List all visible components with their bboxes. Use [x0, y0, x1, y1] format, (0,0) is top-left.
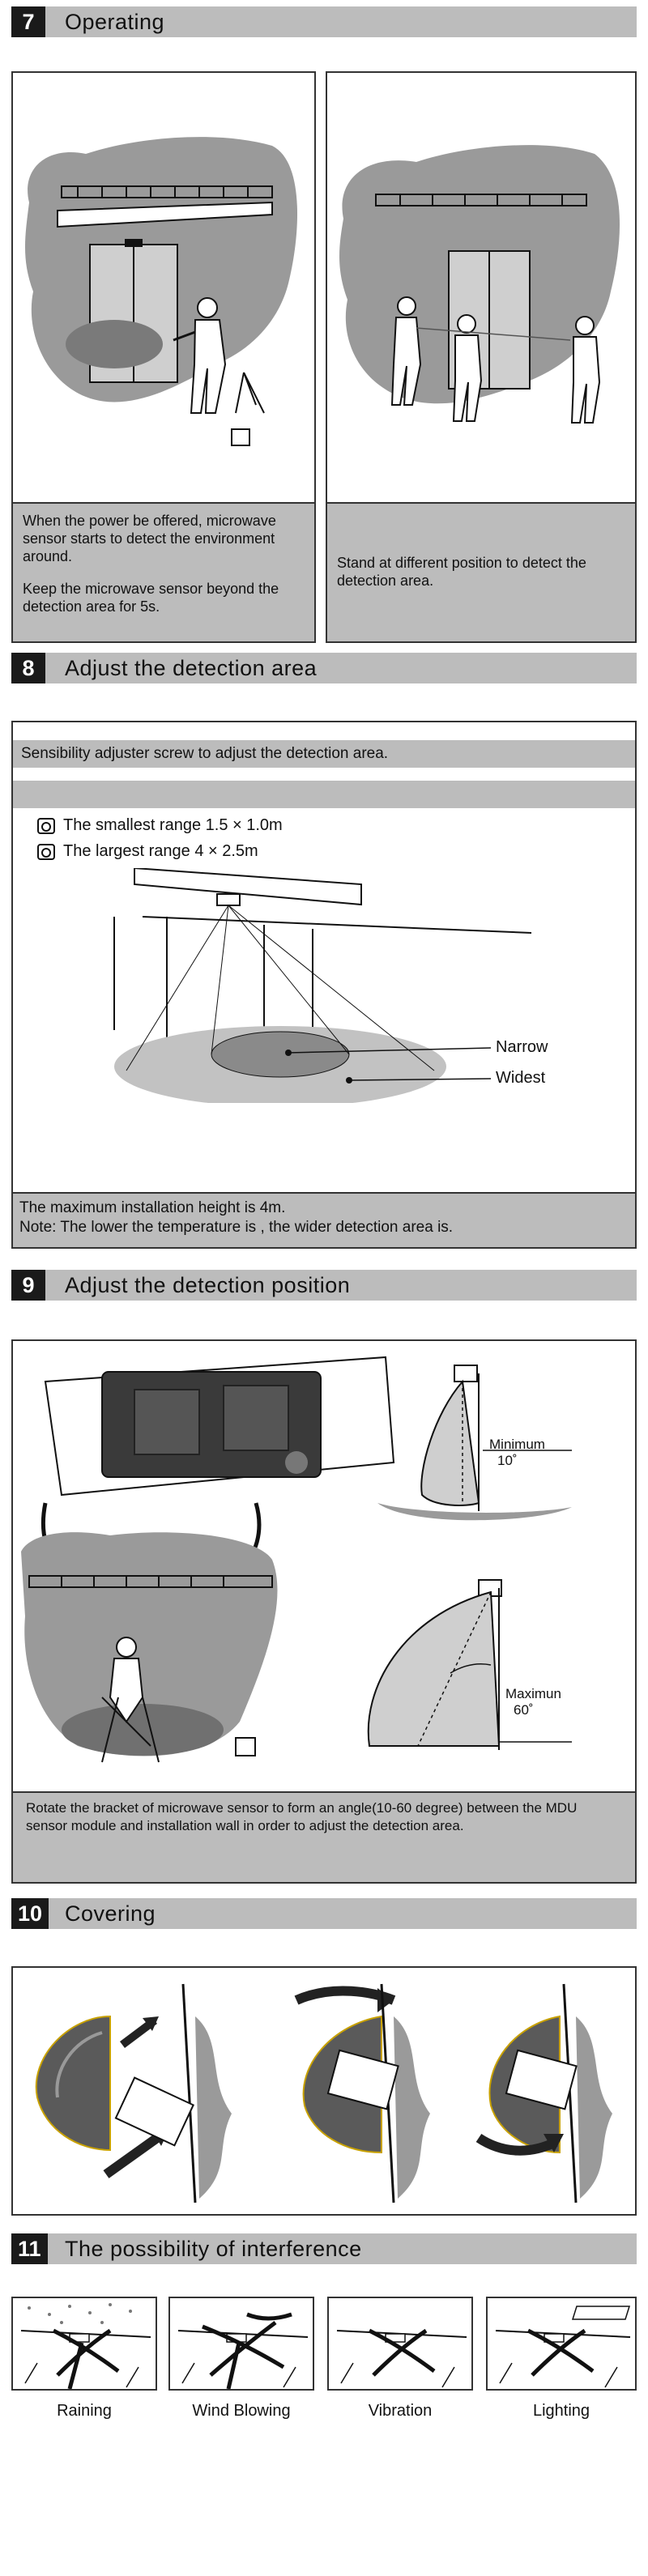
interference-raining-panel — [11, 2297, 157, 2391]
lighting-illustration — [495, 2306, 631, 2388]
interference-vibration-panel — [327, 2297, 473, 2391]
section-8-number: 8 — [11, 653, 45, 683]
interference-label-raining: Raining — [57, 2402, 112, 2420]
max-height-note: The maximum installation height is 4m. — [19, 1199, 286, 1216]
section-8-header: 8 Adjust the detection area — [11, 653, 637, 683]
narrow-label: Narrow — [496, 1038, 548, 1056]
detection-area-panel: Sensibility adjuster screw to adjust the… — [11, 721, 637, 1249]
smallest-range-row: The smallest range 1.5 × 1.0m — [37, 816, 283, 835]
interference-wind-panel — [168, 2297, 314, 2391]
detection-position-panel: Minimum 10˚ Maximun 60˚ Rotate the brack… — [11, 1339, 637, 1884]
largest-range-row: The largest range 4 × 2.5m — [37, 842, 258, 861]
covering-panel — [11, 1966, 637, 2216]
section-9-title: Adjust the detection position — [65, 1273, 351, 1297]
screw-icon — [37, 817, 55, 834]
section-9-number: 9 — [11, 1270, 45, 1301]
maximum-label: Maximun — [505, 1686, 561, 1701]
detection-area-note: The maximum installation height is 4m. N… — [13, 1192, 635, 1247]
smallest-range: The smallest range 1.5 × 1.0m — [63, 816, 283, 834]
detection-position-caption: Rotate the bracket of microwave sensor t… — [13, 1791, 635, 1882]
section-11-number: 11 — [11, 2233, 48, 2264]
section-8-title: Adjust the detection area — [65, 656, 318, 680]
detection-area-illustration — [113, 868, 532, 1103]
interference-label-lighting: Lighting — [532, 2402, 590, 2420]
raining-illustration — [20, 2303, 151, 2390]
section-10-number: 10 — [11, 1898, 49, 1929]
covering-illustration — [35, 1983, 612, 2203]
operating-left-caption-1: When the power be offered, microwave sen… — [23, 513, 276, 564]
section-11-title: The possibility of interference — [65, 2237, 362, 2261]
section-11-header: 11 The possibility of interference — [11, 2233, 637, 2264]
section-10-title: Covering — [65, 1901, 156, 1926]
operating-panel-left: When the power be offered, microwave sen… — [11, 71, 316, 643]
operating-illustration-left — [25, 137, 298, 446]
wind-illustration — [177, 2312, 309, 2390]
largest-range: The largest range 4 × 2.5m — [63, 842, 258, 860]
interference-label-wind: Wind Blowing — [192, 2402, 291, 2420]
section-7-header: 7 Operating — [11, 6, 637, 37]
sensibility-bar: Sensibility adjuster screw to adjust the… — [13, 740, 635, 768]
section-7-number: 7 — [11, 6, 45, 37]
sensibility-text: Sensibility adjuster screw to adjust the… — [21, 745, 389, 762]
operating-left-caption: When the power be offered, microwave sen… — [13, 502, 314, 641]
detection-position-illustration — [21, 1356, 572, 1763]
temperature-note: Note: The lower the temperature is , the… — [19, 1219, 454, 1236]
section-10-header: 10 Covering — [11, 1898, 637, 1929]
widest-label: Widest — [496, 1069, 546, 1087]
minimum-angle: 10˚ — [497, 1453, 518, 1468]
operating-panel-right: Stand at different position to detect th… — [326, 71, 637, 643]
vibration-illustration — [336, 2328, 467, 2388]
interference-lighting-panel — [486, 2297, 637, 2391]
screw-icon — [37, 843, 55, 860]
operating-right-caption: Stand at different position to detect th… — [327, 502, 635, 641]
section-7-title: Operating — [65, 10, 165, 34]
operating-illustration-right — [339, 145, 620, 424]
section-9-header: 9 Adjust the detection position — [11, 1270, 637, 1301]
interference-label-vibration: Vibration — [368, 2402, 433, 2420]
operating-left-caption-2: Keep the microwave sensor beyond the det… — [23, 581, 279, 615]
maximum-angle: 60˚ — [514, 1702, 534, 1718]
blank-bar — [13, 781, 635, 808]
minimum-label: Minimum — [489, 1437, 545, 1452]
